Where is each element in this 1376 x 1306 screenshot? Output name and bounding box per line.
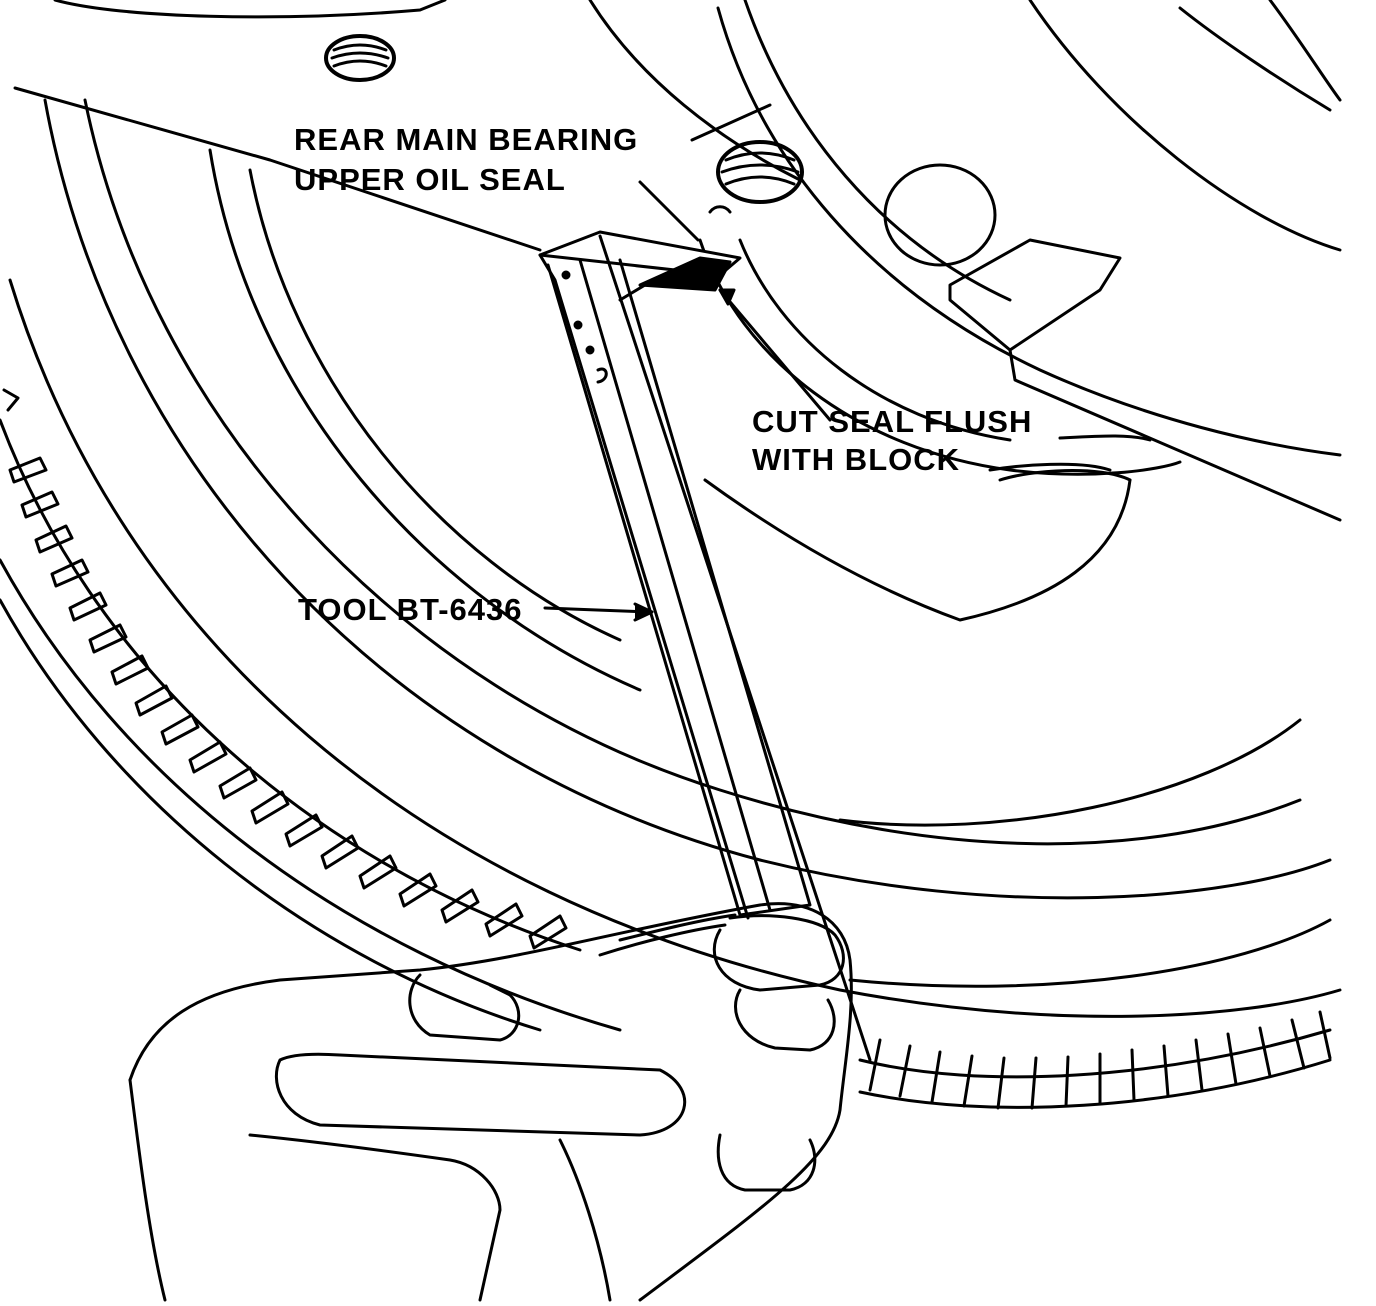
flywheel-arc-2	[43, 98, 1332, 900]
engine-block-rear-face	[13, 86, 542, 252]
leader-cut	[1058, 434, 1152, 442]
ring-gear-outer-edge	[0, 598, 542, 1032]
flange-arc-inner	[743, 0, 1012, 302]
round-cutout	[883, 163, 997, 267]
bearing-cap-block	[948, 238, 1122, 352]
label-tool: TOOL BT-6436	[298, 592, 523, 627]
flywheel-arc-6	[838, 718, 1302, 827]
flange-detail-top	[1178, 6, 1332, 112]
flywheel-arc-4	[208, 148, 642, 692]
flywheel-arc-3	[83, 98, 1302, 846]
flywheel-arc-5	[248, 168, 622, 642]
flywheel-arc-1	[8, 278, 1342, 1018]
flywheel-arc-7	[848, 918, 1332, 988]
seal-groove-inner	[738, 238, 1012, 442]
flange-arc-fifth	[1268, 0, 1342, 102]
oil-seal-strip	[618, 256, 732, 302]
leader-cut-2	[988, 462, 1112, 472]
threaded-plug-right	[716, 140, 804, 204]
leader-tool	[543, 606, 652, 614]
label-cut-line1: CUT SEAL FLUSH	[752, 404, 1032, 439]
seal-cavity-edge	[998, 469, 1132, 482]
label-seal-line2: UPPER OIL SEAL	[294, 162, 566, 197]
engine-block-outline	[53, 0, 447, 19]
ring-gear-teeth-right	[858, 1010, 1332, 1110]
seal-cutting-tool	[538, 230, 872, 1062]
leader-cut-arrow	[718, 288, 832, 422]
flange-arc-third	[588, 0, 802, 182]
flange-arc-fourth	[1028, 0, 1342, 252]
label-cut-line2: WITH BLOCK	[752, 442, 960, 477]
seal-groove-lip	[708, 205, 732, 214]
leader-seal-arrow	[638, 180, 700, 242]
threaded-plug-left	[324, 34, 396, 82]
flange-arc-outer	[716, 6, 1342, 457]
seal-cavity	[703, 478, 1132, 622]
leader-seal	[690, 103, 772, 142]
hand-holding-tool	[128, 902, 853, 1302]
leader-tool-arrowhead	[633, 602, 654, 622]
seal-groove-outer	[698, 238, 1182, 476]
ring-gear-teeth-left	[8, 456, 568, 950]
label-seal-line1: REAR MAIN BEARING	[294, 122, 638, 157]
